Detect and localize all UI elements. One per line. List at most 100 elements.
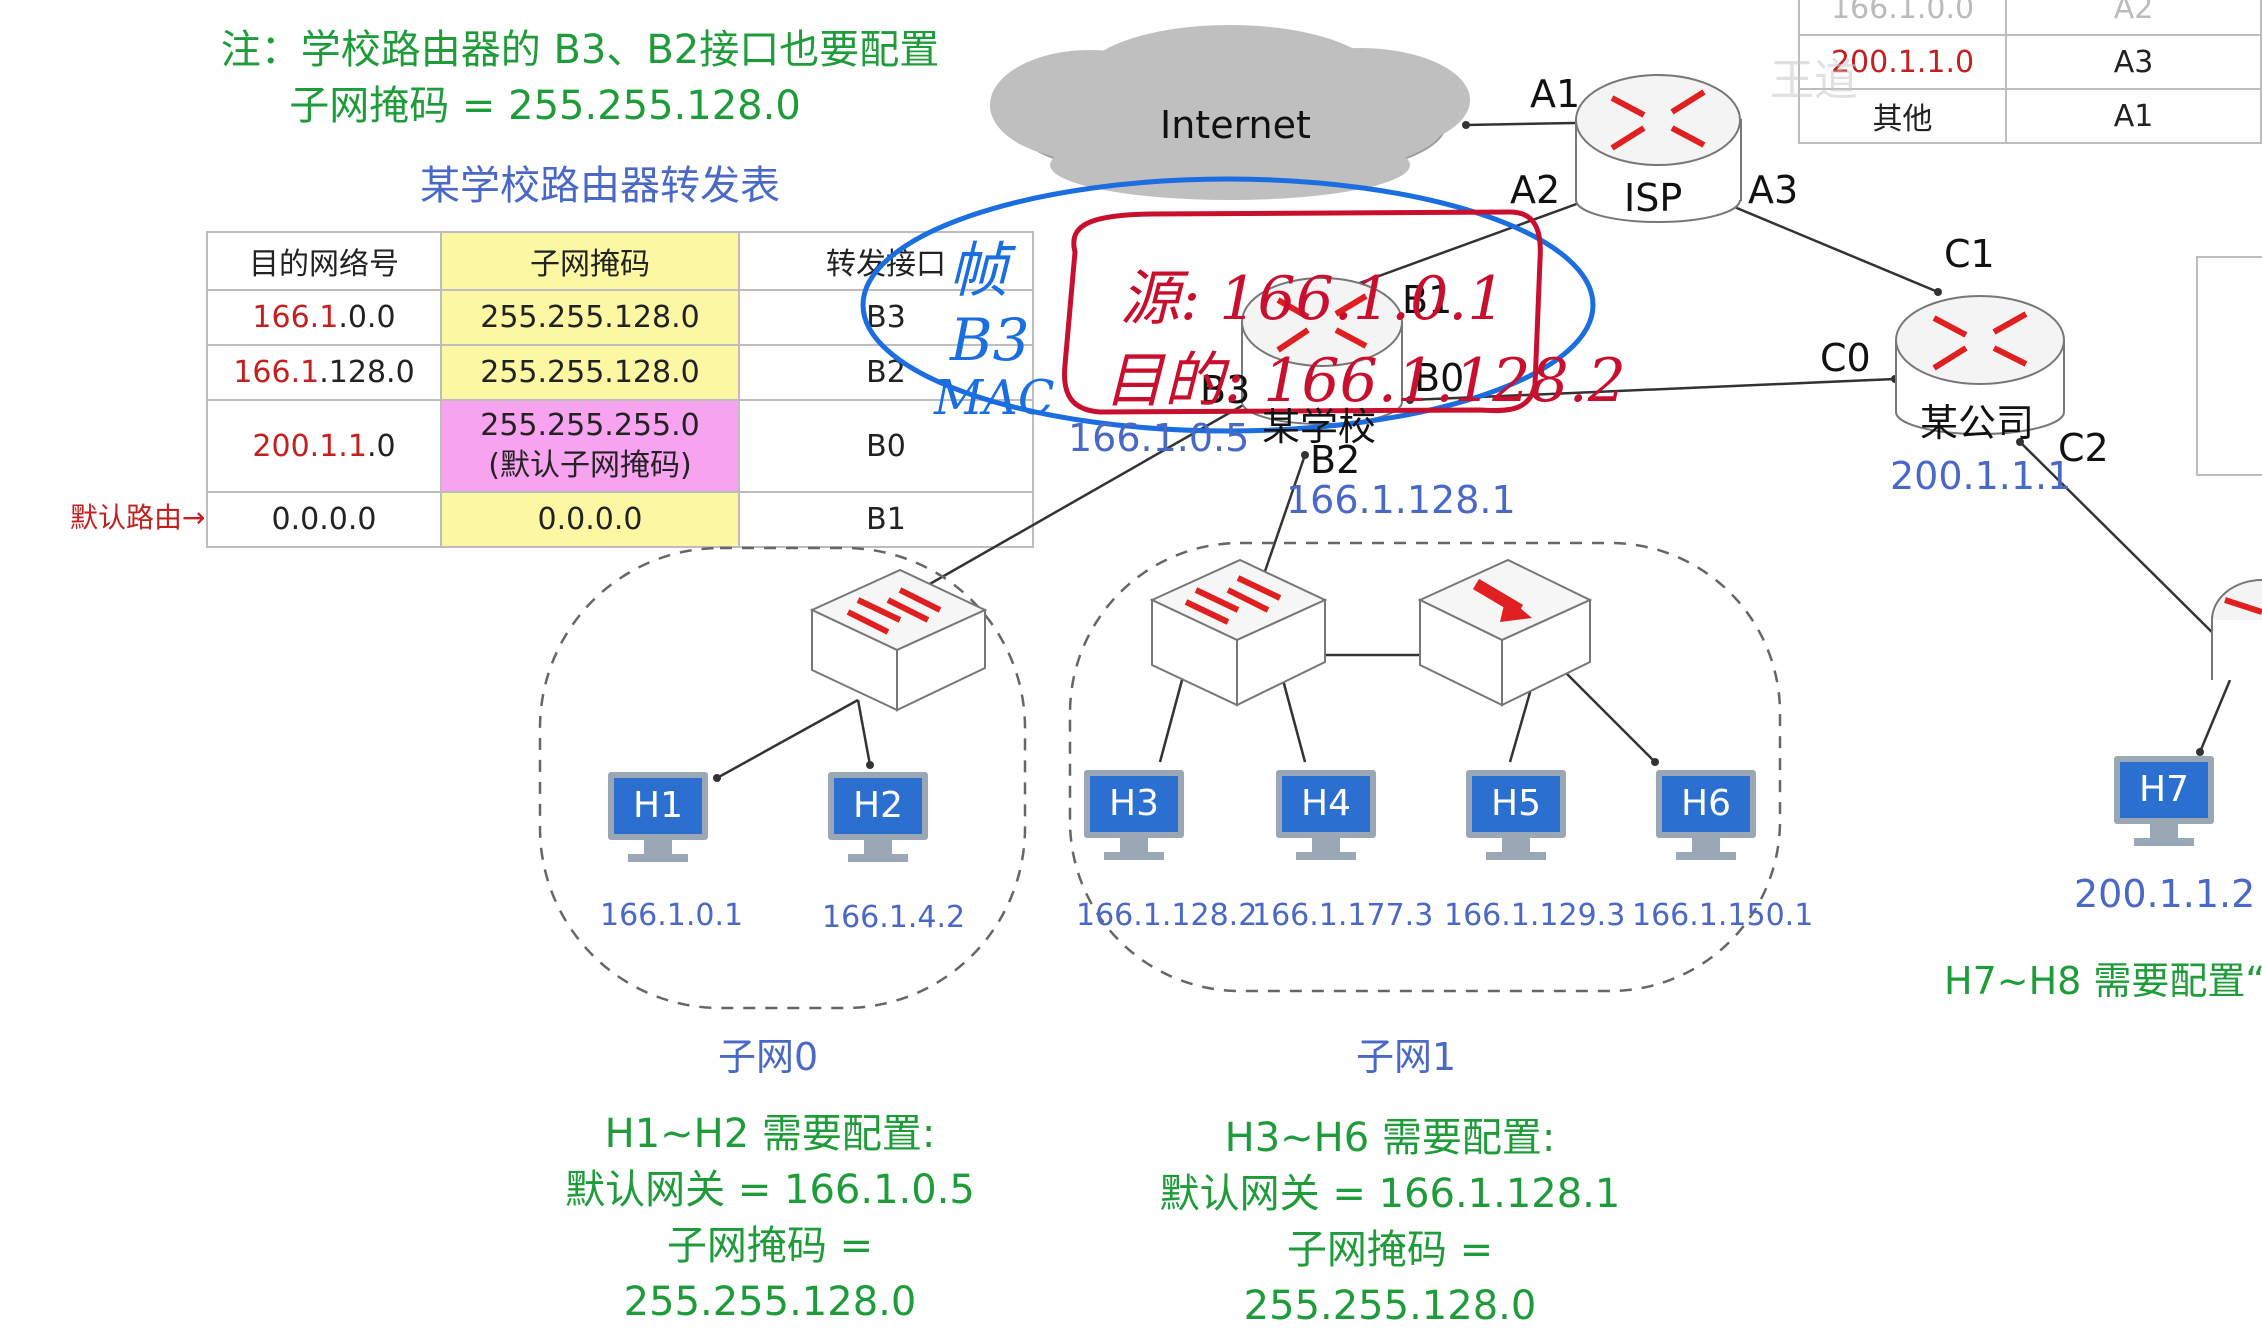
cell-value: A1 — [2113, 98, 2154, 134]
table-row: 166.1.0.0 A2 — [1797, 0, 2262, 36]
link-isp-school — [1334, 200, 1583, 294]
link-switch1-h4 — [1281, 679, 1307, 763]
host-ip: 200.1.1.2 — [2074, 872, 2256, 916]
cell-value: 200.1.1.0 — [1830, 44, 1975, 80]
handwriting-frame: 帧 — [948, 236, 1008, 306]
note-line2: 子网掩码 = 255.255.128.0 — [289, 83, 801, 129]
school-ip-b2: 166.1.128.1 — [1286, 478, 1516, 522]
monitor-base — [1104, 852, 1164, 860]
isp-port-a1: A1 — [1530, 72, 1581, 116]
host-label: H5 — [1466, 770, 1566, 838]
table-header-row: 目的网络号 子网掩码 转发接口 — [206, 231, 1034, 291]
school-router-name: 某学校 — [1262, 405, 1377, 449]
table-row: 其他 A1 — [1797, 88, 2262, 144]
cell: 166.1.0.0 — [1797, 0, 2008, 36]
monitor-base — [1296, 852, 1356, 860]
host-ip: 166.1.129.3 — [1444, 898, 1626, 933]
config-h7-h8: H7~H8 需要配置“ — [1944, 959, 2262, 1003]
monitor-stand — [864, 840, 892, 854]
dest-suffix: .128.0 — [319, 355, 415, 390]
network-diagram — [538, 25, 2262, 1010]
host-label: H3 — [1084, 770, 1184, 838]
mask-cell: 255.255.128.0 — [440, 344, 740, 401]
red-ink-box — [1061, 209, 1543, 415]
monitor-base — [1676, 852, 1736, 860]
switch0-icon — [809, 568, 988, 712]
side-table-edge — [2196, 256, 2262, 476]
host-ip: 166.1.128.2 — [1076, 898, 1258, 933]
monitor-base — [628, 854, 688, 862]
company-router-name: 某公司 — [1920, 401, 2035, 445]
cell-value: 166.1.0.0 — [1830, 0, 1975, 26]
host-label: H6 — [1656, 770, 1756, 838]
col-header-dest: 目的网络号 — [206, 231, 442, 291]
table-row: 166.1.128.0 255.255.128.0 B2 — [206, 344, 1034, 401]
mask-cell: 255.255.255.0(默认子网掩码) — [440, 399, 740, 493]
handwriting-mac: MAC — [934, 370, 1055, 426]
link-hub-h6 — [1557, 664, 1656, 763]
cell-value: 其他 — [1872, 102, 1933, 137]
company-ip: 200.1.1.1 — [1890, 454, 2072, 498]
isp-port-a3: A3 — [1748, 168, 1799, 212]
host-h4[interactable]: H4 — [1276, 770, 1376, 864]
monitor-stand — [644, 840, 672, 854]
host-h5[interactable]: H5 — [1466, 770, 1566, 864]
monitor-stand — [1692, 838, 1720, 852]
company-port-c0: C0 — [1820, 336, 1871, 380]
monitor-stand — [2150, 824, 2178, 838]
subnet1-label: 子网1 — [1356, 1035, 1457, 1079]
config-h1-h2: H1~H2 需要配置: 默认网关 = 166.1.0.5 子网掩码 = 255.… — [520, 1106, 1020, 1330]
isp-port-a2: A2 — [1510, 168, 1561, 212]
dest-suffix: .0 — [366, 428, 396, 464]
host-h1[interactable]: H1 — [608, 772, 708, 866]
host-label: H4 — [1276, 770, 1376, 838]
cell: A2 — [2005, 0, 2262, 36]
table-row: 200.1.1.0 A3 — [1797, 34, 2262, 90]
company-port-c2: C2 — [2058, 426, 2109, 470]
link-switch0-h2 — [856, 699, 872, 766]
link-switch0-h1 — [716, 698, 859, 780]
host-h6[interactable]: H6 — [1656, 770, 1756, 864]
table-title: 某学校路由器转发表 — [420, 163, 780, 209]
handwriting-dst: 目的: 166.1.128.2 — [1104, 346, 1626, 416]
company-router-icon — [1895, 295, 2065, 435]
mask-cell: 255.255.128.0 — [440, 289, 740, 346]
host-h7[interactable]: H7 — [2114, 756, 2214, 850]
monitor-base — [1486, 852, 1546, 860]
host-label: H2 — [828, 772, 928, 840]
table-row: 200.1.1.0 255.255.255.0(默认子网掩码) B0 — [206, 399, 1034, 493]
cell: 其他 — [1797, 88, 2008, 144]
note-line1: 注：学校路由器的 B3、B2接口也要配置 — [220, 27, 940, 73]
internet-label: Internet — [1160, 103, 1311, 147]
host-ip: 166.1.4.2 — [822, 900, 966, 935]
cell: A1 — [2005, 88, 2262, 144]
dest-prefix: 200.1.1 — [252, 428, 367, 464]
school-port-b1: B1 — [1402, 278, 1453, 322]
config-title: H3~H6 需要配置: — [1224, 1115, 1556, 1161]
monitor-base — [848, 854, 908, 862]
cell-value: A3 — [2113, 44, 2154, 80]
cell-value: A2 — [2113, 0, 2154, 26]
partial-router-icon — [2211, 579, 2262, 680]
default-route-label: 默认路由→ — [70, 501, 206, 534]
link-internet-isp — [1465, 121, 1576, 127]
host-h2[interactable]: H2 — [828, 772, 928, 866]
monitor-base — [2134, 838, 2194, 846]
config-title: H1~H2 需要配置: — [604, 1111, 936, 1157]
dest-cell: 166.1.128.0 — [206, 344, 442, 401]
config-gateway: 默认网关 = 166.1.128.1 — [1159, 1171, 1621, 1217]
monitor-stand — [1502, 838, 1530, 852]
isp-table-partial: 166.1.0.0 A2 200.1.1.0 A3 其他 A1 — [1797, 0, 2262, 144]
mask-value: 255.255.255.0 — [480, 408, 700, 443]
school-port-b3: B3 — [1200, 368, 1251, 412]
dest-suffix: 0.0.0.0 — [271, 502, 377, 537]
school-port-b2: B2 — [1310, 438, 1361, 482]
forwarding-table: 目的网络号 子网掩码 转发接口 166.1.0.0 255.255.128.0 … — [206, 231, 1034, 548]
host-h3[interactable]: H3 — [1084, 770, 1184, 864]
isp-router-icon — [1575, 74, 1742, 223]
link-school-switch0 — [927, 402, 1246, 587]
table-row: 0.0.0.0 0.0.0.0 B1 — [206, 491, 1034, 548]
mask-cell: 0.0.0.0 — [440, 491, 740, 548]
dest-cell: 200.1.1.0 — [206, 399, 442, 493]
host-ip: 166.1.177.3 — [1252, 898, 1434, 933]
